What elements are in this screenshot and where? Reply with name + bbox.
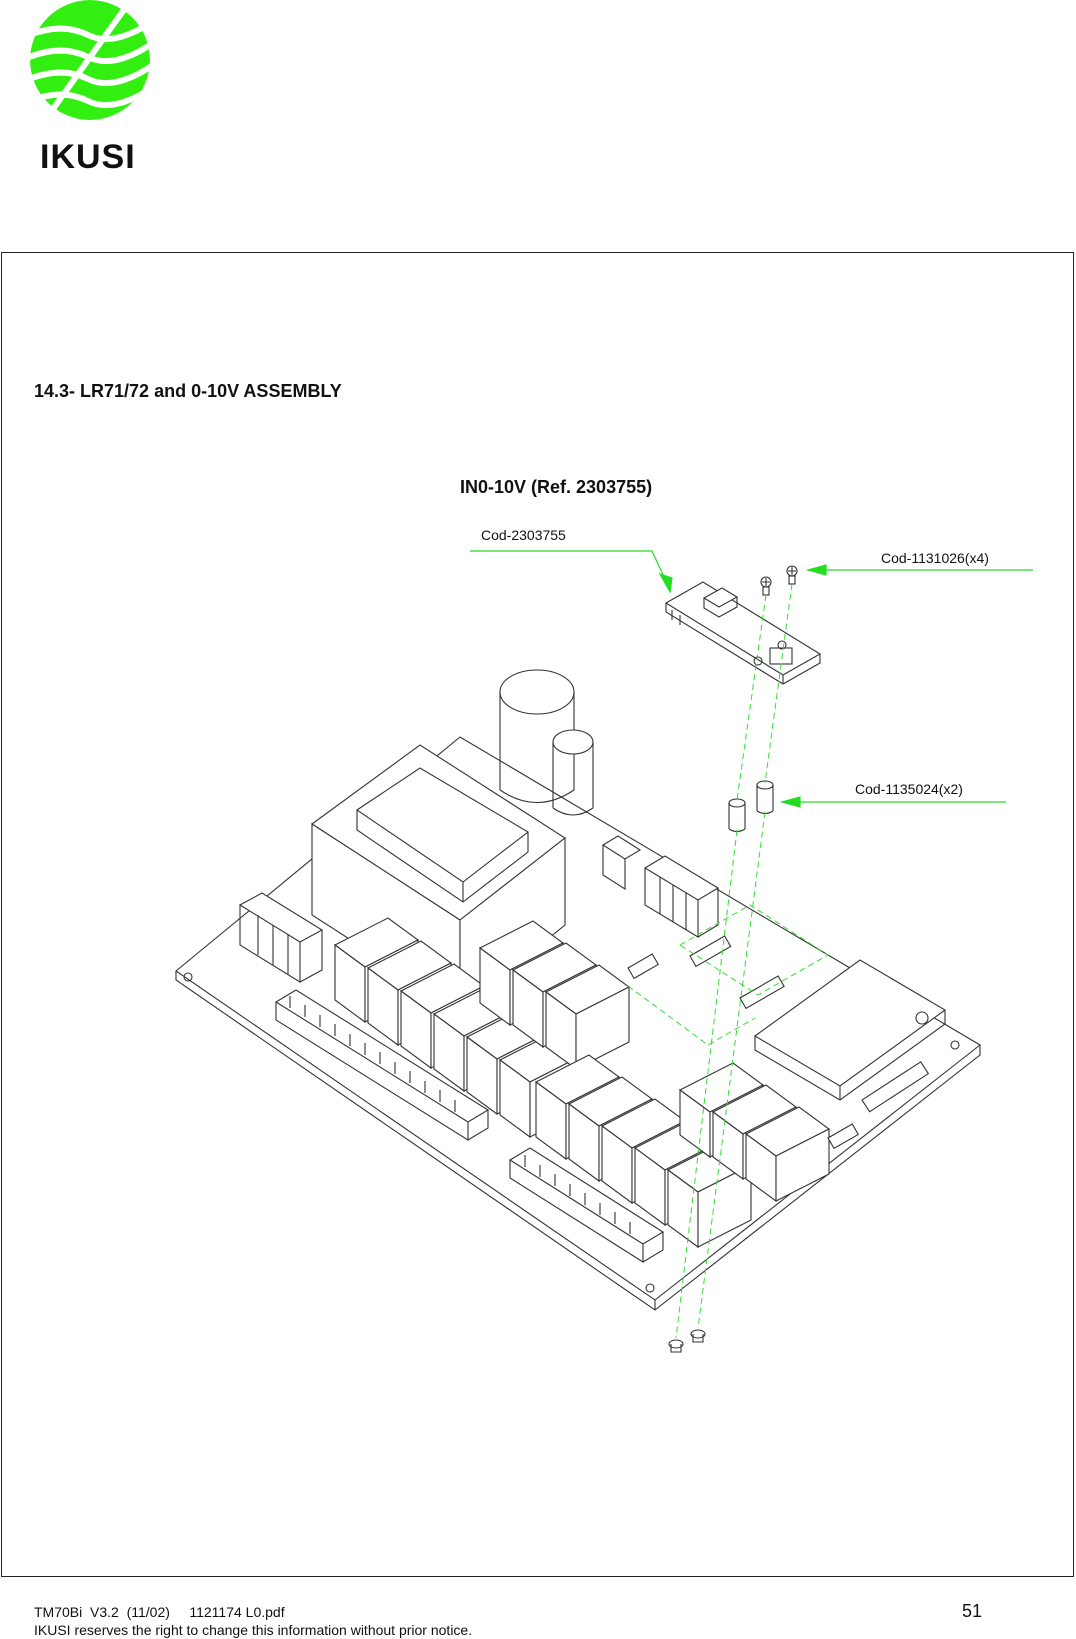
connector-left (238, 892, 324, 983)
screws-top (760, 565, 798, 596)
relay-row-1 (333, 917, 585, 1139)
capacitor-small (552, 729, 594, 816)
figure-title: IN0-10V (Ref. 2303755) (460, 477, 653, 497)
pin-headers (627, 935, 860, 1150)
screws-bottom (668, 1329, 706, 1353)
terminal-block-left (274, 989, 490, 1141)
spacers (728, 780, 774, 833)
ikusi-logo: IKUSI (30, 0, 150, 175)
footer-notice: IKUSI reserves the right to change this … (34, 1622, 473, 1638)
logo-wordmark: IKUSI (40, 138, 136, 175)
callout-spacer-code: Cod-1135024(x2) (855, 781, 963, 797)
callout-leaders (470, 550, 1033, 808)
footer-doc-info: TM70Bi V3.2 (11/02) 1121174 L0.pdf (34, 1604, 285, 1620)
relay-row-2 (478, 920, 753, 1249)
content-frame (1, 252, 1074, 1577)
terminal-block-bottom (508, 1147, 665, 1263)
daughter-board-in0-10v (664, 581, 822, 685)
page-number: 51 (962, 1601, 983, 1621)
section-title: 14.3- LR71/72 and 0-10V ASSEMBLY (34, 381, 342, 401)
alignment-lines (627, 583, 829, 1339)
relay-row-3 (678, 1062, 831, 1203)
connector-top (601, 835, 720, 938)
right-module (753, 959, 947, 1113)
callout-board-code: Cod-2303755 (481, 527, 566, 543)
capacitor-large (499, 669, 575, 804)
callout-screw-code: Cod-1131026(x4) (881, 550, 989, 566)
